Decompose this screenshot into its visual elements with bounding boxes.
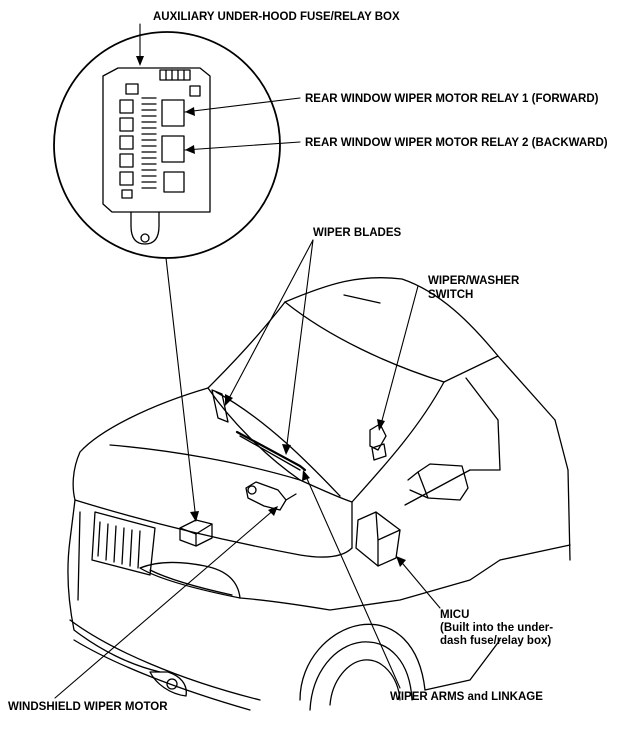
relay-1-icon	[161, 99, 185, 127]
labels: AUXILIARY UNDER-HOOD FUSE/RELAY BOX REAR…	[8, 11, 608, 713]
leader-lines	[54, 23, 441, 699]
label-wiper-blades: WIPER BLADES	[313, 227, 402, 239]
label-windshield-wiper-motor: WINDSHIELD WIPER MOTOR	[8, 701, 168, 713]
label-micu-line1: MICU	[440, 609, 469, 621]
left-wiper-blade-icon	[211, 389, 229, 423]
aux-fuse-relay-box-icon	[102, 67, 211, 245]
right-wiper-blade-icon	[235, 430, 307, 472]
label-wiper-washer-switch-line2: SWITCH	[428, 289, 473, 301]
vehicle-outline	[67, 276, 571, 711]
label-relay-1: REAR WINDOW WIPER MOTOR RELAY 1 (FORWARD…	[305, 93, 599, 105]
label-micu-line2: (Built into the under-	[440, 622, 553, 634]
label-wiper-arms-linkage: WIPER ARMS and LINKAGE	[390, 691, 543, 703]
arrowheads	[136, 56, 406, 567]
magnifier-callout	[53, 31, 281, 259]
windshield-wiper-motor-icon	[245, 481, 287, 511]
relay-2-icon	[161, 135, 185, 163]
label-micu-line3: dash fuse/relay box)	[440, 635, 551, 647]
label-aux-fuse-relay-box: AUXILIARY UNDER-HOOD FUSE/RELAY BOX	[153, 11, 400, 23]
label-relay-2: REAR WINDOW WIPER MOTOR RELAY 2 (BACKWAR…	[305, 137, 608, 149]
label-wiper-washer-switch-line1: WIPER/WASHER	[428, 275, 520, 287]
